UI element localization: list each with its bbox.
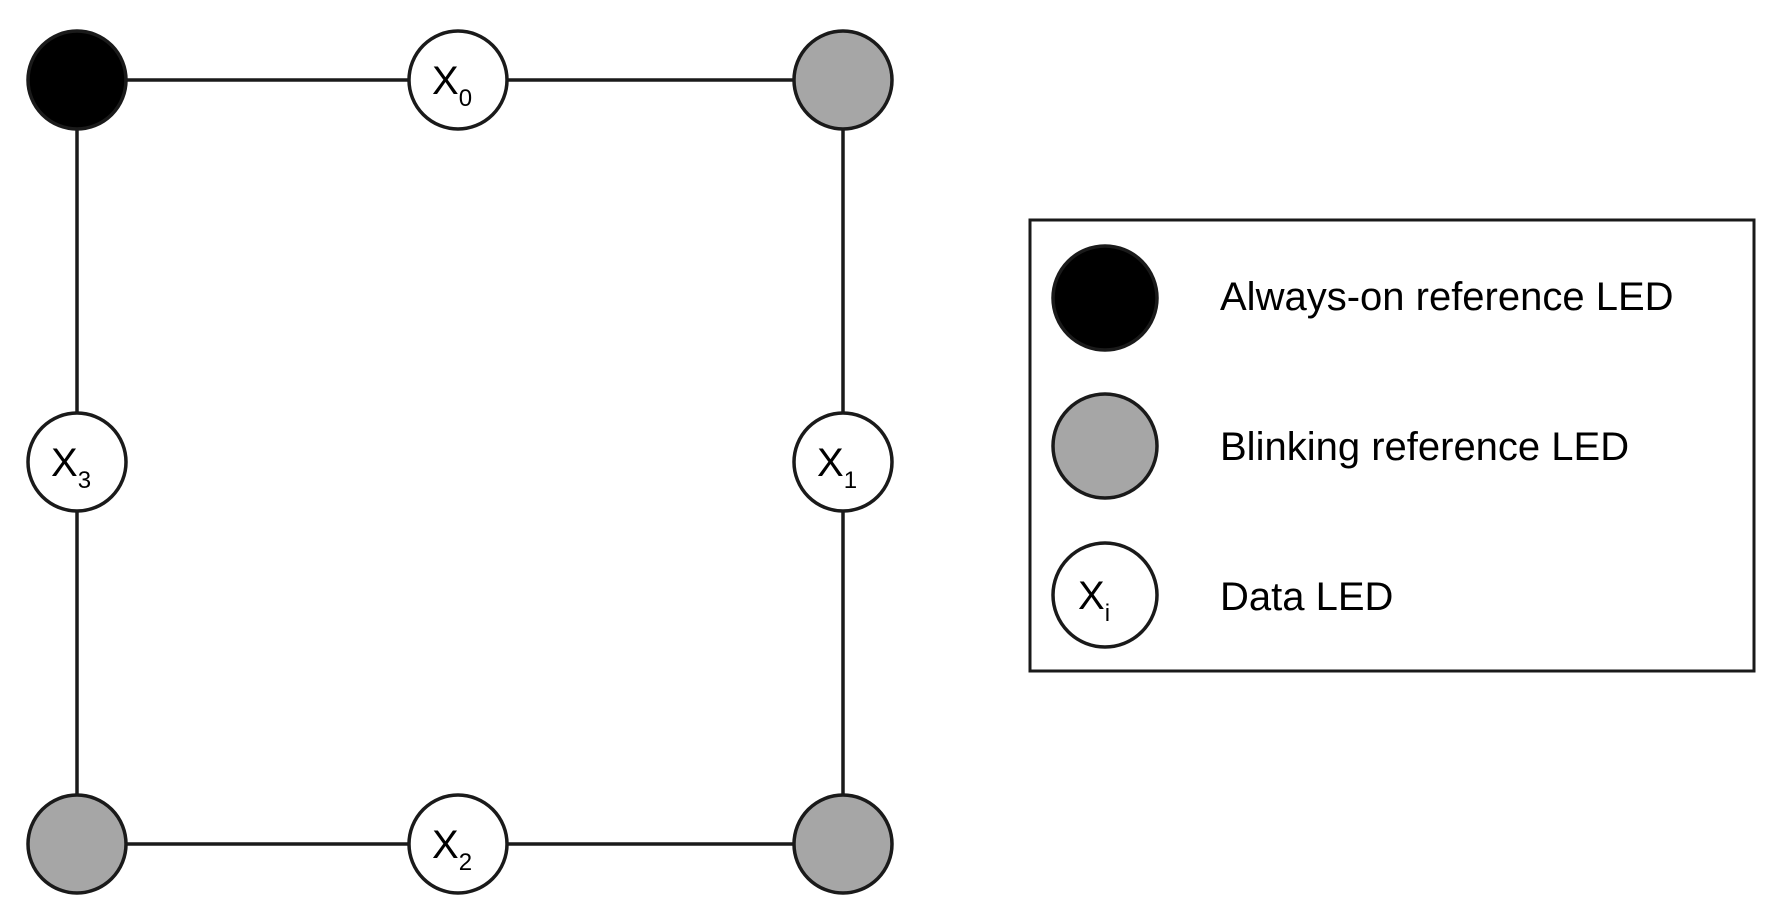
data-led-x3: X3: [26, 411, 128, 513]
legend-blinking-swatch: [1051, 392, 1159, 500]
legend-blinking-label: Blinking reference LED: [1220, 425, 1629, 469]
always-on-led-top-left: [26, 29, 128, 131]
legend-data-swatch-label: Xi: [1078, 574, 1110, 627]
blinking-led-top-right: [792, 29, 894, 131]
legend-always-on-label: Always-on reference LED: [1220, 275, 1674, 319]
data-led-x3-label: X3: [51, 441, 91, 494]
data-led-x0: X0: [407, 29, 509, 131]
legend-always-on-swatch: [1051, 244, 1159, 352]
data-led-x2-label: X2: [432, 823, 472, 876]
legend-data-swatch: [1051, 541, 1159, 649]
data-led-x2: X2: [407, 793, 509, 895]
data-led-x1-label: X1: [817, 441, 857, 494]
legend-item-data: Xi Data LED: [1051, 541, 1393, 649]
legend-data-label: Data LED: [1220, 575, 1393, 619]
legend-item-always-on: Always-on reference LED: [1051, 244, 1674, 352]
blinking-led-bottom-left: [26, 793, 128, 895]
data-led-x1: X1: [792, 411, 894, 513]
led-grid-frame: [75, 78, 845, 846]
legend-item-blinking: Blinking reference LED: [1051, 392, 1629, 500]
data-led-x0-label: X0: [432, 59, 472, 112]
blinking-led-bottom-right: [792, 793, 894, 895]
legend: Always-on reference LED Blinking referen…: [1028, 218, 1756, 673]
